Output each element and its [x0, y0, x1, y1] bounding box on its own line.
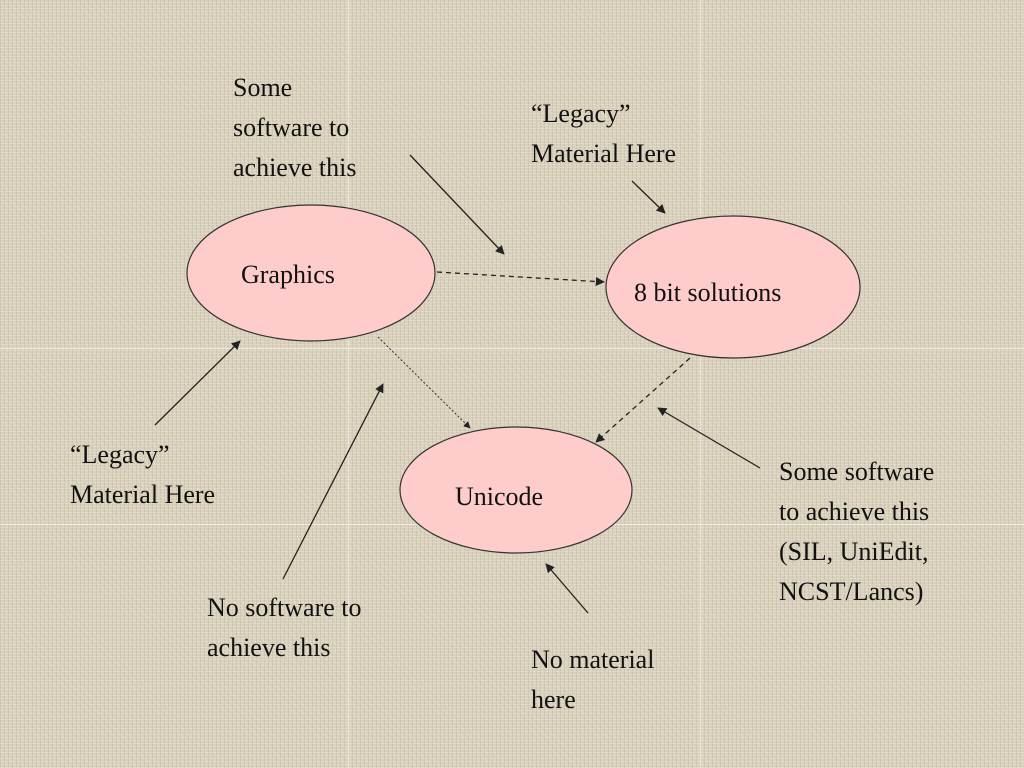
- no-material-text: No material here: [531, 645, 655, 714]
- graphics-to-8bit-connector: [436, 271, 605, 287]
- legacy-top-text: “Legacy” Material Here: [531, 99, 677, 168]
- tile-seam: [700, 0, 701, 768]
- eight-bit-label: 8 bit solutions: [634, 278, 782, 307]
- graphics-to-unicode-connector: [377, 336, 471, 429]
- some-software-top-text: Some software to achieve this: [233, 73, 357, 182]
- some-software-right-text: Some software to achieve this (SIL, UniE…: [779, 457, 935, 606]
- graphics-label: Graphics: [241, 260, 335, 289]
- some-software-right-arrow: [657, 407, 761, 469]
- legacy-left-text: “Legacy” Material Here: [70, 440, 216, 509]
- no-software-text: No software to achieve this: [207, 593, 362, 662]
- tile-seam: [348, 0, 349, 768]
- 8bit-to-unicode-connector: [595, 357, 691, 443]
- eight-bit-ellipse[interactable]: [605, 215, 861, 359]
- no-material-arrow: [545, 563, 589, 614]
- unicode-ellipse[interactable]: [399, 426, 633, 554]
- legacy-left-arrow: [154, 340, 241, 426]
- some-software-top-arrow: [409, 154, 505, 255]
- unicode-label: Unicode: [455, 482, 544, 511]
- no-software-arrow: [282, 383, 384, 580]
- legacy-top-arrow: [631, 180, 666, 214]
- tile-seam: [0, 348, 1024, 349]
- graphics-ellipse[interactable]: [186, 204, 436, 342]
